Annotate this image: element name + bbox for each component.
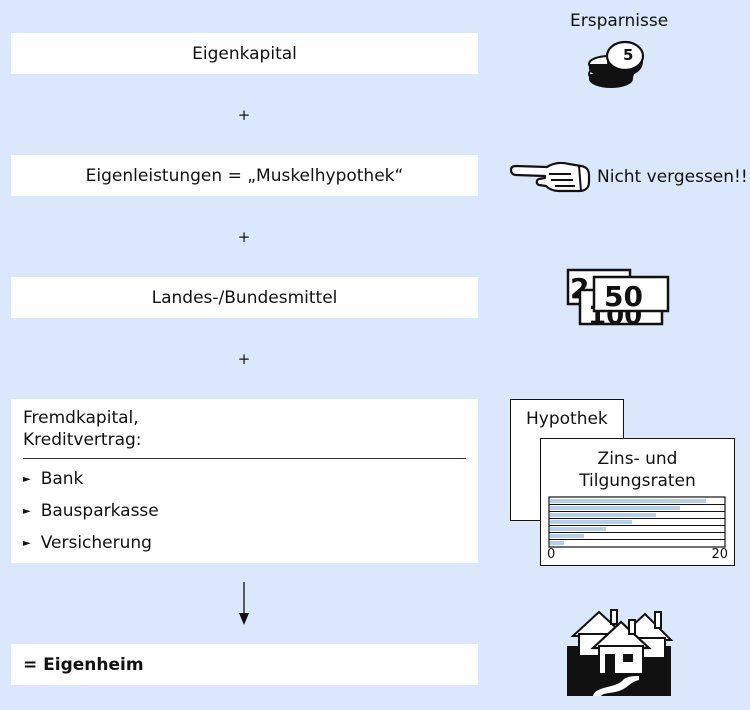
bullet-icon: ► [23, 473, 31, 485]
list-item: ► Versicherung [23, 533, 152, 553]
coins-icon: 5 [588, 40, 645, 88]
axis-max-label: 20 [711, 547, 728, 562]
list-item-label: Versicherung [40, 533, 152, 553]
zins-title: Zins- und Tilgungsraten [541, 448, 734, 492]
plus-sign-2: + [237, 228, 251, 246]
eigenleistungen-box: Eigenleistungen = „Muskelhypothek“ [11, 155, 478, 196]
zins-document: Zins- und Tilgungsraten 0 20 [540, 438, 735, 566]
down-arrow-icon [239, 582, 249, 625]
plus-sign-1: + [237, 106, 251, 124]
plus-sign-3: + [237, 350, 251, 368]
hypothek-label: Hypothek [526, 409, 608, 429]
landesmittel-label: Landes-/Bundesmittel [151, 287, 338, 308]
ersparnisse-label: Ersparnisse [570, 11, 669, 31]
zins-title-line2: Tilgungsraten [579, 471, 696, 491]
fremdkapital-title-line2: Kreditvertrag: [23, 430, 142, 450]
landesmittel-box: Landes-/Bundesmittel [11, 277, 478, 318]
fremdkapital-divider [23, 458, 466, 459]
bullet-icon: ► [23, 537, 31, 549]
eigenheim-label: = Eigenheim [23, 654, 144, 675]
list-item: ► Bank [23, 469, 83, 489]
nicht-vergessen-label: Nicht vergessen!! [597, 167, 748, 187]
list-item-label: Bank [40, 469, 84, 489]
fremdkapital-title: Fremdkapital, Kreditvertrag: [23, 407, 142, 451]
pointing-hand-icon [509, 161, 591, 193]
coin-value: 5 [623, 46, 633, 64]
eigenkapital-label: Eigenkapital [192, 43, 297, 64]
fremdkapital-title-line1: Fremdkapital, [23, 408, 139, 428]
bullet-icon: ► [23, 505, 31, 517]
tilgung-mini-chart [548, 496, 726, 548]
eigenheim-box: = Eigenheim [11, 644, 478, 685]
list-item-label: Bausparkasse [40, 501, 159, 521]
houses-icon [567, 609, 674, 696]
axis-min-label: 0 [547, 547, 556, 562]
eigenkapital-box: Eigenkapital [11, 33, 478, 74]
list-item: ► Bausparkasse [23, 501, 159, 521]
banknote-front-value: 50 [604, 280, 643, 313]
fremdkapital-box: Fremdkapital, Kreditvertrag: ► Bank ► Ba… [11, 399, 478, 563]
zins-title-line1: Zins- und [597, 449, 678, 469]
eigenleistungen-label: Eigenleistungen = „Muskelhypothek“ [85, 165, 404, 186]
banknotes-icon: 2 100 50 [566, 268, 670, 331]
